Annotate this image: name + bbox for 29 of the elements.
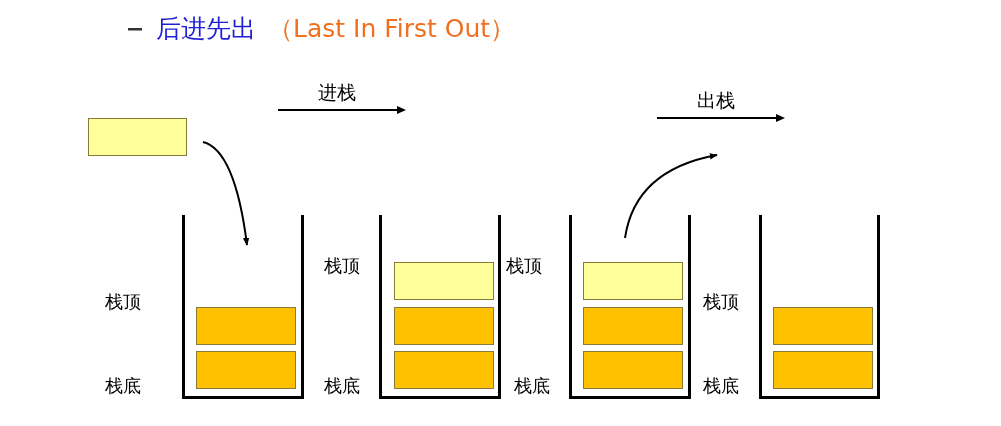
stack-label: 栈底 <box>324 374 360 398</box>
stack-container <box>379 215 501 399</box>
stack-label: 栈顶 <box>324 254 360 278</box>
stack-label: 栈底 <box>514 374 550 398</box>
direction-label: 进栈 <box>318 80 356 105</box>
stack-block <box>583 351 683 389</box>
curved-arrow <box>202 141 250 246</box>
stack-container <box>182 215 304 399</box>
stack-label: 栈底 <box>105 374 141 398</box>
curved-arrow <box>624 153 718 239</box>
stack-label: 栈顶 <box>105 290 141 314</box>
stack-container <box>569 215 691 399</box>
stack-container <box>759 215 880 399</box>
stack-block <box>773 307 873 345</box>
subtitle: （Last In First Out） <box>268 13 516 45</box>
stack-block <box>773 351 873 389</box>
stack-label: 栈底 <box>703 374 739 398</box>
stack-block <box>394 351 494 389</box>
stack-block <box>196 307 296 345</box>
stack-label: 栈顶 <box>703 290 739 314</box>
stack-block <box>196 351 296 389</box>
stack-block <box>583 307 683 345</box>
title: 后进先出 <box>156 13 256 45</box>
stack-block <box>88 118 187 156</box>
stack-block <box>394 307 494 345</box>
stack-block <box>583 262 683 300</box>
stack-label: 栈顶 <box>506 254 542 278</box>
direction-label: 出栈 <box>697 88 735 113</box>
stack-block <box>394 262 494 300</box>
